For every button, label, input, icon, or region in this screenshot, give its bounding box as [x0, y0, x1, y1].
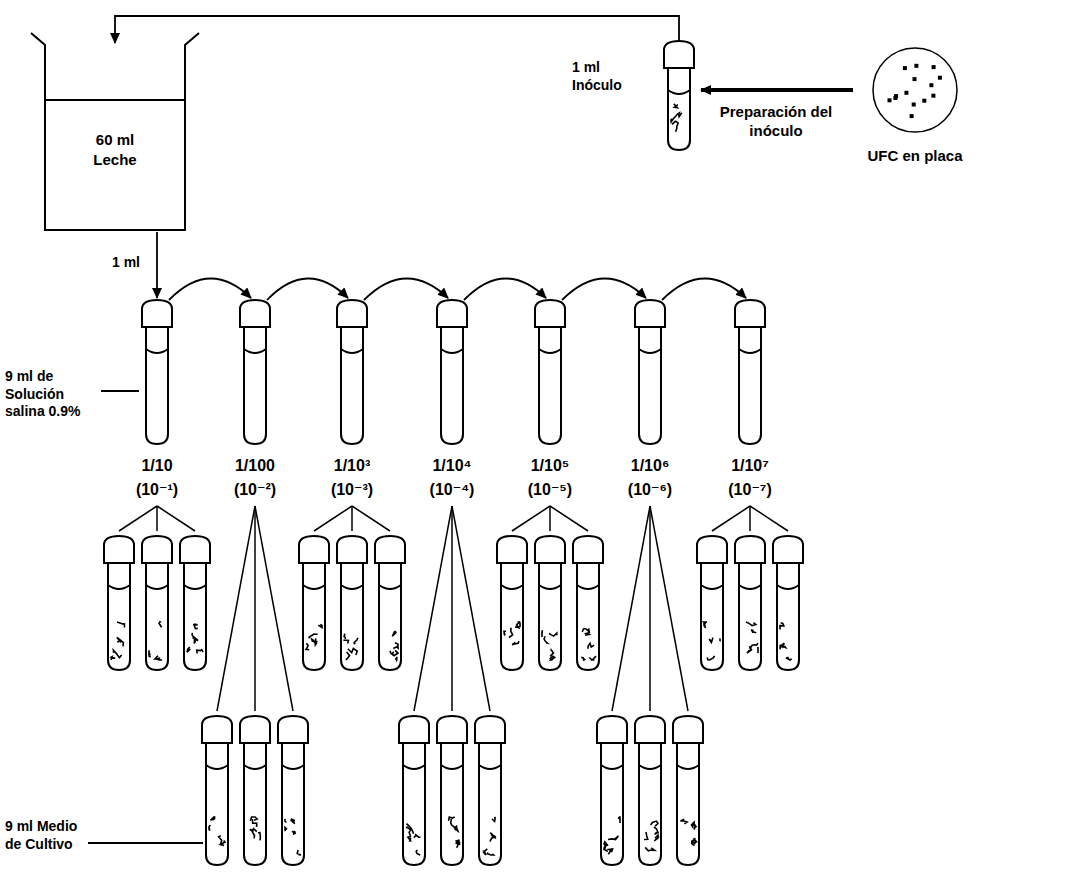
dilution-label: (10⁻²): [210, 479, 300, 501]
edge-label: Preparación del inóculo: [703, 102, 849, 142]
dilution-tube: 1/10⁷(10⁻⁷): [705, 295, 795, 500]
leader-line: [101, 390, 139, 392]
inoculum-tube: 1 ml Inóculo: [572, 40, 697, 190]
test-tube: [334, 299, 370, 449]
dilution-label: (10⁻¹): [112, 479, 202, 501]
transfer-arrow: [115, 16, 679, 43]
milk-beaker: 60 ml Leche: [45, 45, 185, 230]
dilution-label: 1/10⁶: [605, 455, 695, 477]
test-tube: [632, 299, 668, 449]
dilution-tube: 1/10⁶(10⁻⁶): [605, 295, 695, 500]
edge-label: 1 ml: [109, 253, 143, 273]
petri-dish-outline: [855, 40, 975, 140]
dilution-label: (10⁻⁴): [407, 479, 497, 501]
transfer-arrow: [364, 278, 448, 300]
test-tube: [434, 299, 470, 449]
dilution-label: (10⁻⁶): [605, 479, 695, 501]
transfer-arrow: [701, 88, 853, 92]
plate-label: UFC en placa: [855, 146, 975, 166]
transfer-arrow: [169, 278, 251, 300]
petri-dish: UFC en placa: [855, 40, 975, 166]
dilution-tube: 1/10(10⁻¹): [112, 295, 202, 500]
medium-label: 9 ml Medio de Cultivo: [5, 818, 83, 853]
test-tube: [732, 299, 768, 449]
test-tube: [532, 299, 568, 449]
inoculum-label: 1 ml Inóculo: [572, 58, 642, 94]
dilution-label: 1/10: [112, 455, 202, 477]
dilution-label: 1/10³: [307, 455, 397, 477]
dilution-tube: 1/10³(10⁻³): [307, 295, 397, 500]
test-tube: [139, 299, 175, 449]
transfer-arrow: [267, 278, 348, 300]
transfer-arrow: [562, 278, 646, 300]
dilution-label: 1/10⁵: [505, 455, 595, 477]
dilution-label: (10⁻⁵): [505, 479, 595, 501]
test-tube: [237, 299, 273, 449]
dilution-tube: 1/10⁵(10⁻⁵): [505, 295, 595, 500]
dilution-tube: 1/100(10⁻²): [210, 295, 300, 500]
test-tube: [661, 40, 697, 152]
transfer-arrow: [662, 278, 746, 300]
dilution-label: (10⁻⁷): [705, 479, 795, 501]
culture-tubes: [104, 506, 803, 865]
diluent-label: 9 ml de Solución salina 0.9%: [5, 368, 97, 421]
transfer-arrow: [156, 232, 158, 298]
leader-line: [88, 842, 203, 844]
dilution-label: 1/10⁷: [705, 455, 795, 477]
transfer-arrow: [464, 278, 546, 300]
beaker-label: 60 ml Leche: [85, 130, 145, 169]
dilution-label: (10⁻³): [307, 479, 397, 501]
dilution-tube: 1/10⁴(10⁻⁴): [407, 295, 497, 500]
leader-lines: [88, 391, 203, 843]
dilution-label: 1/100: [210, 455, 300, 477]
dilution-label: 1/10⁴: [407, 455, 497, 477]
